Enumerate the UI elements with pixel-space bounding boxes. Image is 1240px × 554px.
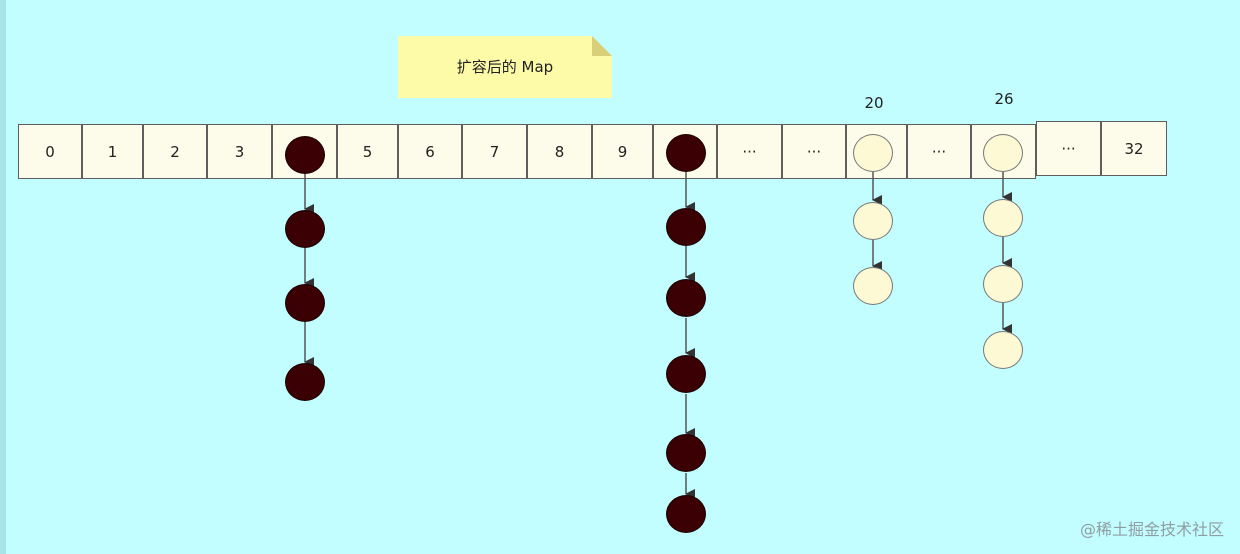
array-cell-3: 3 <box>207 124 272 179</box>
circle-node <box>285 363 325 401</box>
circle-node <box>983 265 1023 303</box>
note-label: 扩容后的 Map <box>398 36 612 98</box>
circle-node <box>983 331 1023 369</box>
circle-node <box>285 284 325 322</box>
circle-node <box>666 355 706 393</box>
array-cell-7: 7 <box>462 124 527 179</box>
array-cell-9: 9 <box>592 124 653 179</box>
array-cell-5: 5 <box>337 124 398 179</box>
index-label-26: 26 <box>994 90 1014 108</box>
array-cell-14: ··· <box>907 124 971 179</box>
circle-node <box>666 495 706 533</box>
array-cell-16: ··· <box>1036 121 1101 176</box>
array-cell-12: ··· <box>782 124 846 179</box>
circle-node <box>853 267 893 305</box>
left-edge-divider <box>0 0 6 554</box>
array-cell-2: 2 <box>143 124 207 179</box>
note-title: 扩容后的 Map <box>456 58 554 76</box>
circle-node <box>666 279 706 317</box>
circle-node <box>983 199 1023 237</box>
circle-node <box>853 202 893 240</box>
circle-node <box>853 134 893 172</box>
array-cell-32: 32 <box>1101 121 1167 176</box>
array-cell-6: 6 <box>398 124 462 179</box>
sticky-note-shape <box>398 36 612 98</box>
watermark-text: @稀土掘金技术社区 <box>1079 520 1224 539</box>
array-cell-1: 1 <box>82 124 143 179</box>
array-cell-11: ··· <box>717 124 782 179</box>
circle-node <box>666 434 706 472</box>
array-cell-0: 0 <box>18 124 82 179</box>
circle-node <box>666 134 706 172</box>
circle-node <box>983 134 1023 172</box>
circle-node <box>285 136 325 174</box>
index-label-20: 20 <box>864 94 884 112</box>
circle-node <box>666 208 706 246</box>
circle-node <box>285 210 325 248</box>
array-cell-8: 8 <box>527 124 592 179</box>
